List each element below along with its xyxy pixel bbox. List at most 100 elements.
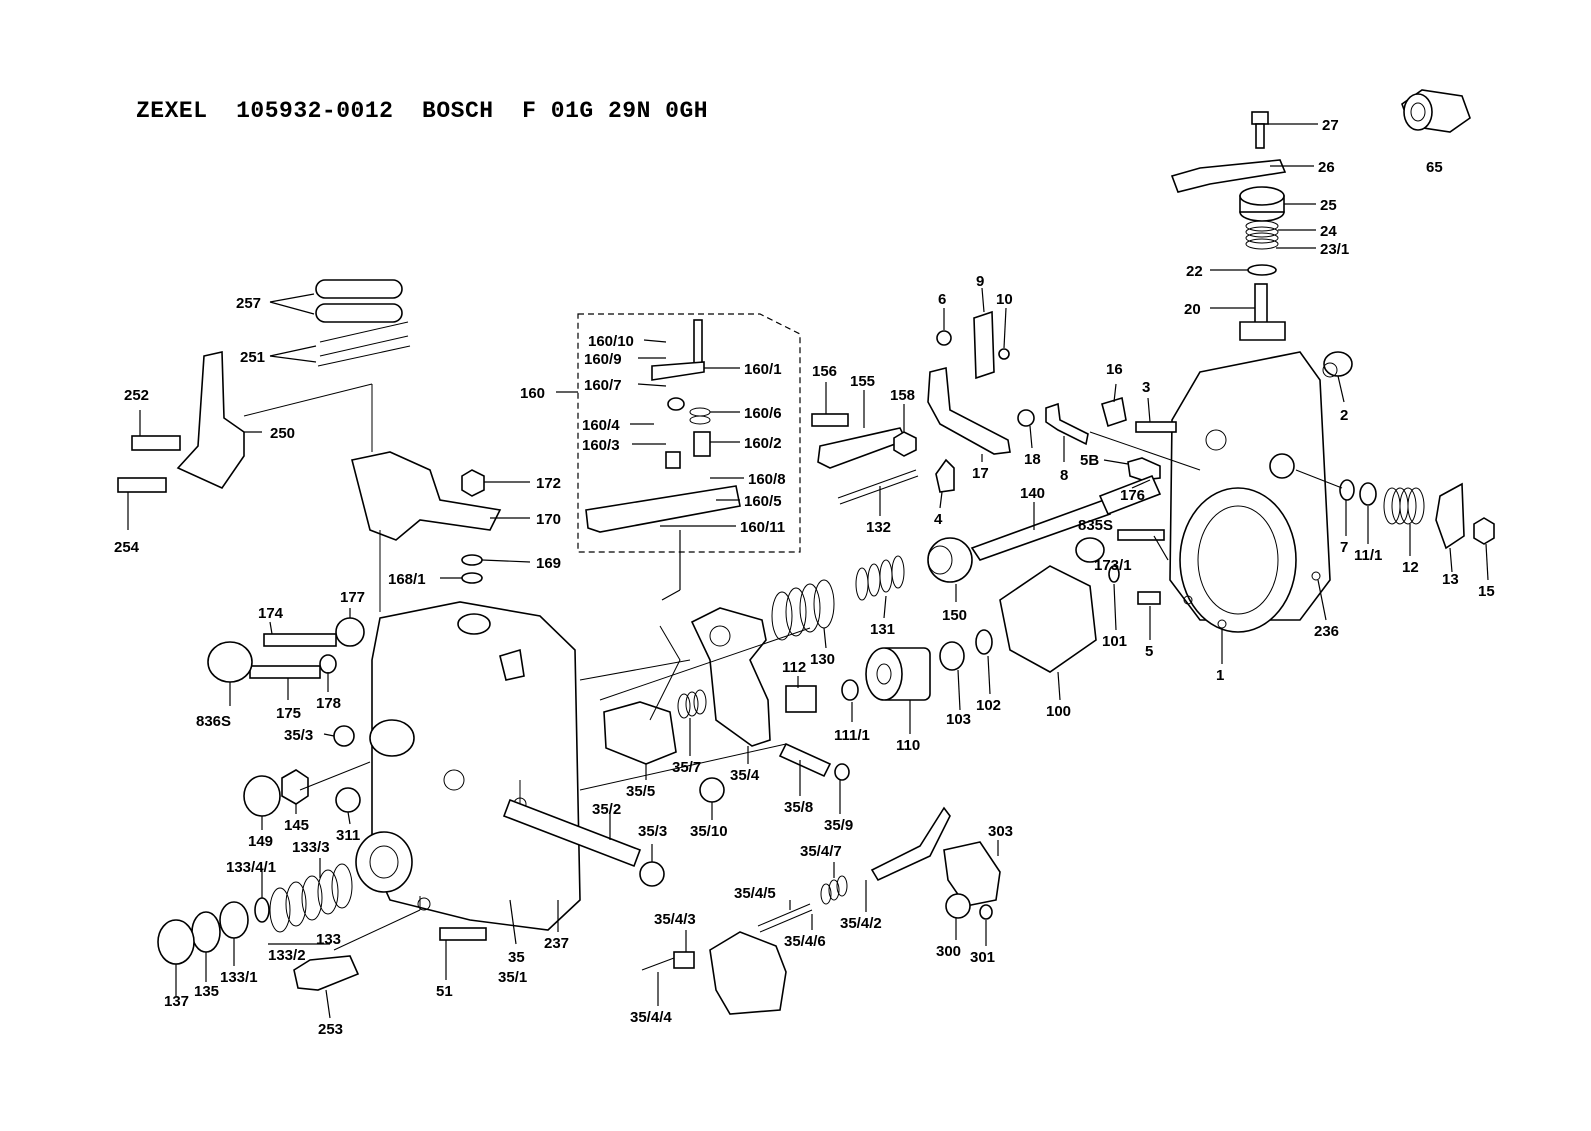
part-22-washer-drawing [1247, 264, 1277, 276]
part-131-spring-drawing [855, 555, 905, 601]
part-835S-plug-drawing [1075, 537, 1105, 563]
callout-170: 170 [536, 511, 561, 528]
part-10-clip-drawing [998, 348, 1010, 360]
part-35-9-clip-drawing [834, 763, 850, 781]
callout-155: 155 [850, 373, 875, 390]
part-35-7-spring-drawing [677, 689, 707, 719]
part-178-washer-drawing [319, 654, 337, 674]
callout-150: 150 [942, 607, 967, 624]
part-140-shaft-drawing [970, 474, 1162, 561]
part-160-group-frame [577, 313, 801, 553]
part-35-4-4-screw-drawing [641, 957, 675, 971]
callout-173-1: 173/1 [1094, 557, 1132, 574]
part-20-shaft-drawing [1239, 283, 1286, 341]
callout-111-1: 111/1 [834, 727, 870, 744]
part-15-nut-drawing [1473, 517, 1495, 545]
part-35-4-lever-drawing [690, 607, 771, 747]
callout-251: 251 [240, 349, 265, 366]
callout-156: 156 [812, 363, 837, 380]
callout-35-9: 35/9 [824, 817, 853, 834]
callout-23-1: 23/1 [1320, 241, 1349, 258]
callout-12: 12 [1402, 559, 1419, 576]
diagram-title: ZEXEL 105932-0012 BOSCH F 01G 29N 0GH [136, 98, 709, 124]
part-51-screw-drawing [439, 927, 487, 941]
callout-35: 35 [508, 949, 525, 966]
callout-236: 236 [1314, 623, 1339, 640]
callout-1: 1 [1216, 667, 1224, 684]
callout-5B: 5B [1080, 452, 1099, 469]
callout-35-4-2: 35/4/2 [840, 915, 882, 932]
callout-835S: 835S [1078, 517, 1113, 534]
part-150-bushing-drawing [927, 537, 973, 583]
part-237-housing-drawing [355, 601, 581, 931]
callout-135: 135 [194, 983, 219, 1000]
callout-15: 15 [1478, 583, 1495, 600]
callout-10: 10 [996, 291, 1013, 308]
part-35-3b-seal-drawing [639, 861, 665, 887]
part-149-plug-drawing [243, 775, 281, 817]
part-11-1-ring-drawing [1359, 482, 1377, 506]
part-27-screw-drawing [1251, 111, 1269, 149]
callout-110: 110 [896, 737, 920, 754]
part-13-lever-drawing [1435, 482, 1465, 550]
part-168-1-washer-drawing [461, 572, 483, 584]
callout-160: 160 [520, 385, 545, 402]
part-5-screw-drawing [1137, 591, 1161, 605]
callout-24: 24 [1320, 223, 1337, 240]
callout-27: 27 [1322, 117, 1339, 134]
part-174-screw-drawing [263, 633, 337, 647]
part-3-screw-drawing [1135, 421, 1177, 433]
callout-35-4: 35/4 [730, 767, 760, 784]
callout-51: 51 [436, 983, 453, 1000]
part-35-4-body-drawing [709, 931, 787, 1015]
callout-35-4-3: 35/4/3 [654, 911, 696, 928]
part-145-nut-drawing [281, 769, 309, 805]
callout-35-4-7: 35/4/7 [800, 843, 842, 860]
part-177-nut-drawing [335, 617, 365, 647]
callout-65: 65 [1426, 159, 1443, 176]
callout-35-4-5: 35/4/5 [734, 885, 776, 902]
part-160-assembly-drawing [585, 319, 741, 533]
callout-160-7: 160/7 [584, 377, 622, 394]
callout-20: 20 [1184, 301, 1201, 318]
callout-257: 257 [236, 295, 261, 312]
part-9-plate-drawing [973, 310, 995, 380]
callout-254: 254 [114, 539, 140, 556]
callout-160-3: 160/3 [582, 437, 620, 454]
callout-160-1: 160/1 [744, 361, 782, 378]
callout-102: 102 [976, 697, 1001, 714]
callout-5: 5 [1145, 643, 1153, 660]
callout-836S: 836S [196, 713, 231, 730]
callout-8: 8 [1060, 467, 1068, 484]
part-300-bush-drawing [945, 893, 971, 919]
callout-160-8: 160/8 [748, 471, 786, 488]
callout-22: 22 [1186, 263, 1203, 280]
part-6-washer-drawing [936, 330, 952, 346]
part-35-4-7-shaft-drawing [870, 806, 951, 882]
part-170-bracket-drawing [351, 451, 502, 541]
part-257-rods-drawing [315, 279, 403, 323]
callout-4: 4 [934, 511, 943, 528]
callout-174: 174 [258, 605, 284, 622]
callout-301: 301 [970, 949, 995, 966]
part-7-ring-drawing [1339, 479, 1355, 501]
part-132-spring-drawing [837, 469, 919, 505]
part-25-bushing-drawing [1239, 186, 1285, 222]
part-836S-plug-drawing [207, 641, 253, 683]
part-5B-screw-drawing [1127, 457, 1161, 481]
callout-35-2: 35/2 [592, 801, 621, 818]
callout-100: 100 [1046, 703, 1071, 720]
callout-103: 103 [946, 711, 971, 728]
callout-145: 145 [284, 817, 309, 834]
part-156-bolt-drawing [811, 413, 849, 427]
part-4-clip-drawing [935, 458, 955, 493]
part-133-4-1-ring-drawing [254, 897, 270, 923]
part-35-8-pin-drawing [778, 742, 832, 778]
callout-158: 158 [890, 387, 915, 404]
part-137-plug-drawing [157, 919, 195, 965]
callout-35-1: 35/1 [498, 969, 527, 986]
callout-237: 237 [544, 935, 569, 952]
callout-17: 17 [972, 465, 989, 482]
part-112-block-drawing [785, 685, 817, 713]
callout-35-4-4: 35/4/4 [630, 1009, 672, 1026]
